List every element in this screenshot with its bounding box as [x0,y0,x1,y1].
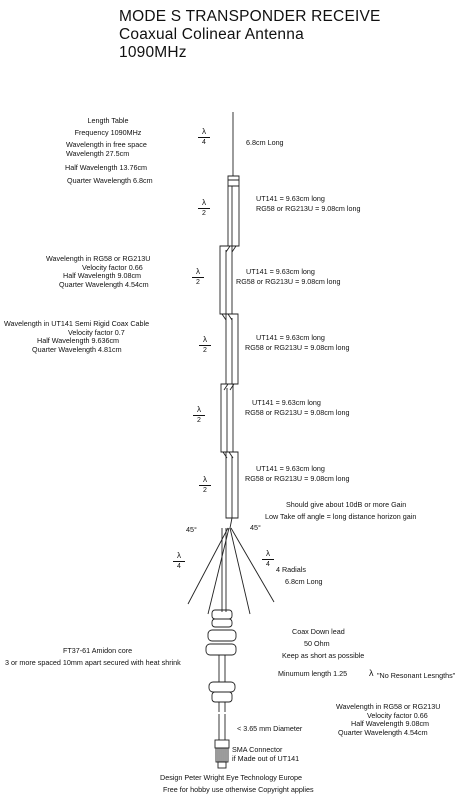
frequency-label: Frequency 1090MHz [74,127,142,137]
length-table-heading: Length Table [87,116,129,125]
rg58-wavelength-block-left: Wavelength in RG58 or RG213U Velocity fa… [46,254,151,289]
section-3-rg58: RG58 or RG213U = 9.08cm long [245,343,350,352]
section-1-ut141: UT141 = 9.63cm long [256,194,325,203]
section-2-rg58: RG58 or RG213U = 9.08cm long [236,277,341,286]
angle-right: 45° [250,523,261,532]
radials [187,527,275,615]
section-5-rg58: RG58 or RG213U = 9.08cm long [245,474,350,483]
radials-count: 4 Radials [276,565,306,574]
title-block: MODE S TRANSPONDER RECEIVE Coaxual Colin… [119,8,381,62]
section-4-ut141: UT141 = 9.63cm long [252,398,321,407]
gain-note-2: Low Take off angle = long distance horiz… [265,512,417,521]
coax-section-5 [225,451,239,519]
diameter-label: < 3.65 mm Diameter [237,724,303,733]
crossover [221,313,233,321]
min-length: Minumum length 1.25 [278,669,348,678]
no-resonant-note: "No Resonant Lesngths" [377,671,456,680]
footer-design-credit: Design Peter Wright Eye Technology Europ… [160,773,302,782]
top-element-length: 6.8cm Long [246,138,284,147]
section-2-ut141: UT141 = 9.63cm long [246,267,315,276]
sma-connector-label: SMA Connector [232,745,283,754]
ferrite-spacing-note: 3 or more spaced 10mm apart secured with… [5,658,181,667]
lambda-symbol: λ [369,668,374,678]
title-line-2: Coaxual Colinear Antenna [119,26,304,43]
footer-copyright: Free for hobby use otherwise Copyright a… [163,785,314,794]
crossover [222,451,234,459]
angle-left: 45° [186,525,197,534]
coax-impedance: 50 Ohm [304,639,330,648]
length-table: Length Table Frequency 1090MHz [44,116,172,137]
coax-section-2 [219,245,233,315]
section-1-rg58: RG58 or RG213U = 9.08cm long [256,204,361,213]
ferrite-cores [205,609,237,712]
sma-ut141-note: if Made out of UT141 [232,754,300,763]
ferrite-core-label: FT37-61 Amidon core [63,646,133,655]
section-5-ut141: UT141 = 9.63cm long [256,464,325,473]
crossover [225,245,237,253]
coax-short-note: Keep as short as possible [282,651,365,660]
rg58-wavelength-block-right: Wavelength in RG58 or RG213U Velocity fa… [336,702,441,737]
gain-note-1: Should give about 10dB or more Gain [286,500,407,509]
section-3-ut141: UT141 = 9.63cm long [256,333,325,342]
crossover [223,383,235,391]
title-line-3: 1090MHz [119,44,187,61]
title-line-1: MODE S TRANSPONDER RECEIVE [119,8,381,25]
section-4-rg58: RG58 or RG213U = 9.08cm long [245,408,350,417]
coax-section-1 [227,175,240,247]
radials-length: 6.8cm Long [285,577,323,586]
coax-section-4 [220,383,234,453]
wavelength-free-space: Wavelength in free space Wavelength 27.5… [65,140,153,185]
coax-down-lead-label: Coax Down lead [292,627,345,636]
sma-connector [214,739,230,769]
coax-section-3 [225,313,239,385]
ut141-wavelength-block: Wavelength in UT141 Semi Rigid Coax Cabl… [4,319,150,354]
